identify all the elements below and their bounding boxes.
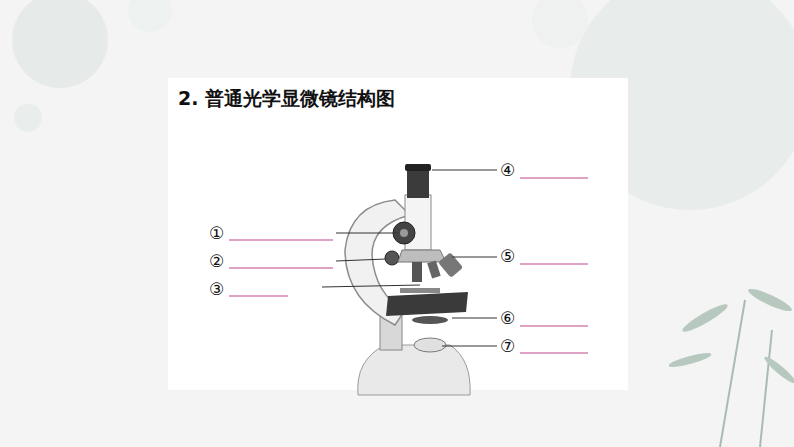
diaphragm [412,316,448,324]
decor-circle [14,104,42,132]
nosepiece [398,250,446,262]
eyepiece-cap [405,164,431,171]
objective [412,262,422,282]
callout-number: ③ [209,279,224,299]
answer-blanks [229,178,588,353]
eyepiece [407,168,429,198]
stage [386,292,468,316]
bamboo-leaves [668,285,794,386]
mirror [414,338,446,352]
callout-number: ① [209,223,224,243]
bamboo-decor [720,300,772,447]
slide-title: 2. 普通光学显微镜结构图 [178,86,395,112]
callout-number: ② [209,251,224,271]
leader-lines [322,170,497,346]
microscope-base [358,345,470,395]
callout-number: ⑦ [500,336,515,356]
objective [427,260,441,278]
callout-number: ⑤ [500,246,515,266]
objective [438,252,463,278]
fine-knob [385,251,399,265]
decor-circle [12,0,108,88]
callout-number: ④ [500,160,515,180]
decor-circle [532,0,588,48]
stage-clip [400,288,440,293]
callout-number: ⑥ [500,308,515,328]
decor-circle [128,0,172,32]
coarse-knob-center [400,229,408,237]
